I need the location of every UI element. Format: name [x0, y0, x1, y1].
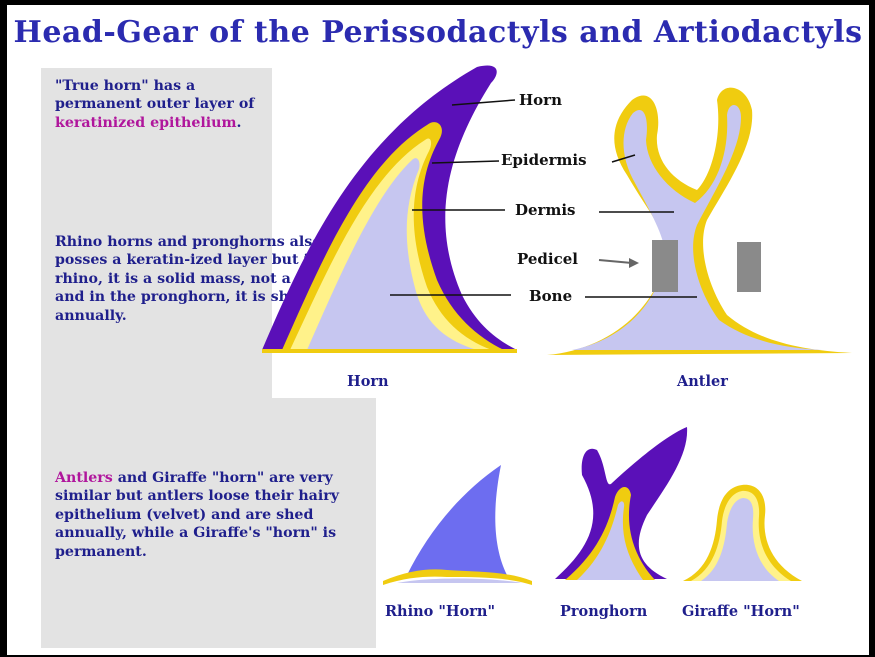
caption-giraffe: Giraffe "Horn" [682, 603, 800, 620]
caption-antler: Antler [676, 373, 728, 390]
caption-horn: Horn [347, 373, 389, 390]
pedicel-right [737, 242, 761, 292]
pedicel-left [652, 240, 678, 292]
pronghorn-diagram [555, 427, 687, 580]
rhino-bone [397, 579, 522, 584]
page-frame: Head-Gear of the Perissodactyls and Arti… [7, 5, 869, 655]
label-epidermis: Epidermis [501, 151, 587, 169]
horn-diagram [262, 66, 517, 351]
diagram-svg: Horn Epidermis Dermis Pedicel Bone Horn … [7, 5, 869, 655]
label-bone: Bone [529, 287, 572, 305]
caption-pronghorn: Pronghorn [560, 603, 648, 620]
antler-diagram [547, 88, 852, 355]
rhino-horn-diagram [383, 465, 532, 585]
label-horn-layer: Horn [519, 91, 562, 109]
rhino-horn-mass [407, 465, 507, 575]
giraffe-horn-diagram [683, 485, 802, 581]
pedicel-arrow [599, 258, 639, 268]
label-pedicel: Pedicel [517, 250, 578, 268]
caption-rhino: Rhino "Horn" [385, 603, 495, 620]
label-dermis: Dermis [515, 201, 575, 219]
